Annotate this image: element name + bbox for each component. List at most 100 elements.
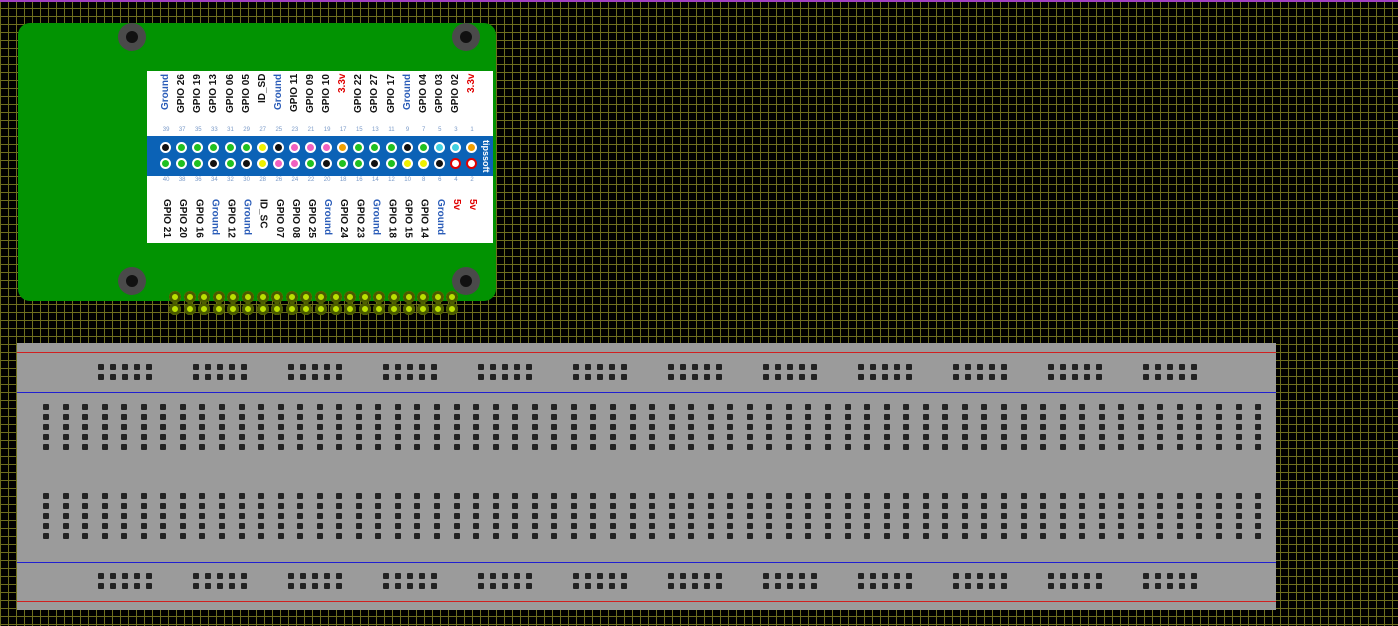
gpio-pin[interactable] [353, 158, 365, 169]
pin-number-top: 15 [355, 127, 363, 133]
pin-number-top: 3 [454, 127, 458, 133]
pin-number-bottom: 26 [275, 177, 283, 183]
pin-label-bottom: ID_SC [257, 199, 269, 229]
header-pin-icon [270, 291, 284, 317]
gpio-pin[interactable] [401, 158, 413, 169]
pin-label-top: GPIO 26 [176, 74, 188, 113]
header-pin-icon [402, 291, 416, 317]
gpio-pin[interactable] [417, 158, 429, 169]
top-border-line [0, 0, 1398, 2]
gpio-pin[interactable] [240, 142, 252, 153]
pin-label-bottom: GPIO 16 [193, 199, 205, 238]
pin-label-top: GPIO 10 [321, 74, 333, 113]
pin-label-top: GPIO 03 [433, 74, 445, 113]
pin-number-bottom: 8 [422, 177, 426, 183]
pin-label-top: GPIO 05 [240, 74, 252, 113]
pin-label-top: GPIO 02 [449, 74, 461, 113]
gpio-pin[interactable] [449, 142, 461, 153]
pin-label-top: GPIO 11 [288, 74, 300, 113]
gpio-pin[interactable] [449, 158, 461, 169]
gpio-pin[interactable] [176, 142, 188, 153]
gpio-pin[interactable] [433, 158, 445, 169]
gpio-pin[interactable] [337, 158, 349, 169]
pin-number-bottom: 12 [388, 177, 395, 183]
pin-number-bottom: 18 [339, 177, 347, 183]
header-pin-icon [212, 291, 226, 317]
gpio-pin[interactable] [160, 158, 172, 169]
header-pin-icon [299, 291, 313, 317]
pin-number-top: 17 [339, 127, 347, 133]
pin-number-bottom: 40 [162, 177, 170, 183]
gpio-pin[interactable] [433, 142, 445, 153]
gpio-pin[interactable] [192, 158, 204, 169]
pin-label-bottom: Ground [322, 199, 334, 236]
header-pin-icon [343, 291, 357, 317]
gpio-pin[interactable] [192, 142, 204, 153]
gpio-pin[interactable] [272, 142, 284, 153]
header-pin-icon [197, 291, 211, 317]
header-pin-icon [256, 291, 270, 317]
pin-label-top: GPIO 27 [369, 74, 381, 113]
gpio-pin[interactable] [417, 142, 429, 153]
pin-number-bottom: 4 [454, 177, 458, 183]
gpio-pin[interactable] [466, 158, 477, 169]
top-power-rail-red-line [17, 352, 1276, 353]
gpio-pin[interactable] [224, 158, 236, 169]
pin-label-bottom: Ground [241, 199, 253, 236]
gpio-pin[interactable] [208, 158, 220, 169]
pin-label-bottom: GPIO 15 [402, 199, 414, 238]
pin-label-bottom: GPIO 14 [418, 199, 430, 238]
gpio-pin[interactable] [305, 142, 316, 153]
pin-label-bottom: Ground [434, 199, 446, 236]
gpio-header-connector[interactable] [168, 291, 459, 321]
gpio-pin[interactable] [176, 158, 188, 169]
gpio-pin[interactable] [160, 142, 172, 153]
header-pin-icon [445, 291, 459, 317]
gpio-pin[interactable] [385, 158, 397, 169]
pin-label-bottom: GPIO 12 [225, 199, 237, 238]
gpio-pin[interactable] [369, 158, 381, 169]
gpio-pin[interactable] [288, 142, 300, 153]
gpio-pin[interactable] [401, 142, 413, 153]
pin-number-bottom: 38 [178, 177, 186, 183]
header-pin-icon [183, 291, 197, 317]
gpio-pin[interactable] [224, 142, 236, 153]
gpio-pin[interactable] [385, 142, 397, 153]
pin-number-bottom: 30 [243, 177, 250, 183]
gpio-pin[interactable] [466, 142, 477, 153]
breadboard[interactable] [17, 343, 1276, 610]
header-pin-icon [285, 291, 299, 317]
pin-number-bottom: 24 [291, 177, 299, 183]
gpio-pin[interactable] [337, 142, 349, 153]
brand-label: tipssoft [481, 139, 491, 173]
mounting-hole-icon [118, 23, 146, 51]
gpio-pin[interactable] [208, 142, 220, 153]
header-pin-icon [329, 291, 343, 317]
pin-label-bottom: GPIO 18 [386, 199, 398, 238]
mounting-hole-icon [452, 23, 480, 51]
pin-number-top: 7 [422, 127, 426, 133]
gpio-pin[interactable] [353, 142, 365, 153]
mounting-hole-icon [118, 267, 146, 295]
pin-label-top: GPIO 17 [385, 74, 397, 113]
pin-label-bottom: 5v [467, 199, 478, 211]
gpio-pin[interactable] [321, 158, 333, 169]
pin-number-bottom: 16 [355, 177, 363, 183]
gpio-pin[interactable] [240, 158, 252, 169]
gpio-pin[interactable] [305, 158, 316, 169]
gpio-pin[interactable] [321, 142, 333, 153]
pin-number-top: 13 [372, 127, 379, 133]
gpio-pin[interactable] [288, 158, 300, 169]
pin-label-top: GPIO 22 [353, 74, 365, 113]
gpio-pin[interactable] [272, 158, 284, 169]
gpio-pin[interactable] [256, 158, 268, 169]
gpio-pin[interactable] [256, 142, 268, 153]
pin-label-top: GPIO 13 [208, 74, 220, 113]
top-power-rail-blue-line [17, 392, 1276, 393]
pin-number-bottom: 14 [372, 177, 379, 183]
pin-label-bottom: GPIO 23 [354, 199, 366, 238]
header-pin-icon [431, 291, 445, 317]
pin-number-top: 31 [227, 127, 234, 133]
gpio-pin[interactable] [369, 142, 381, 153]
